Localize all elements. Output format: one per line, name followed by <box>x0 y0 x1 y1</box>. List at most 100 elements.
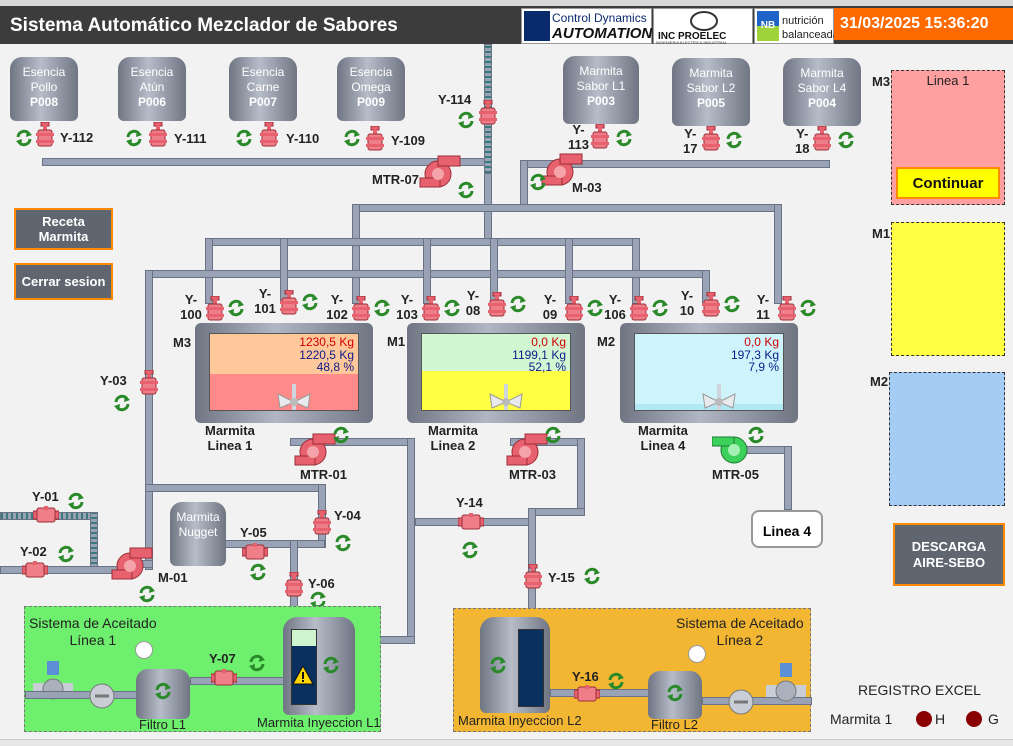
valve-y112-icon[interactable] <box>36 122 54 148</box>
mixer-inlet-valve-icon[interactable] <box>565 296 583 322</box>
valve-y17-icon[interactable] <box>702 126 720 152</box>
registro-h-label: H <box>935 711 946 727</box>
mixer-inlet-valve-icon[interactable] <box>702 292 720 318</box>
refresh-icon[interactable] <box>798 298 818 318</box>
refresh-icon[interactable] <box>614 128 634 148</box>
refresh-icon[interactable] <box>300 292 320 312</box>
valve-label: Y-18 <box>795 126 810 156</box>
logo-nutricion-balanceada: NB nutrición balanceada <box>754 8 839 44</box>
valve-y06-icon[interactable] <box>285 572 303 598</box>
valve-y02-icon[interactable] <box>22 561 48 579</box>
refresh-icon[interactable] <box>248 562 268 582</box>
valve-y16-icon[interactable] <box>574 685 600 703</box>
refresh-icon[interactable] <box>456 110 476 130</box>
refresh-icon[interactable] <box>460 540 480 560</box>
logo-text: INGENIERIA ELECTRICA INDUSTRIAL <box>656 40 728 45</box>
refresh-icon[interactable] <box>746 425 766 445</box>
refresh-icon[interactable] <box>226 298 246 318</box>
refresh-icon[interactable] <box>488 655 508 675</box>
mixer-inlet-valve-icon[interactable] <box>778 296 796 322</box>
refresh-icon[interactable] <box>650 298 670 318</box>
side-panel-m3[interactable]: Linea 1 Continuar <box>891 70 1005 205</box>
refresh-icon[interactable] <box>836 130 856 150</box>
refresh-icon[interactable] <box>124 128 144 148</box>
continuar-button[interactable]: Continuar <box>896 167 1000 199</box>
valve-y05-icon[interactable] <box>242 543 268 561</box>
valve-y18-icon[interactable] <box>813 126 831 152</box>
refresh-icon[interactable] <box>543 425 563 445</box>
refresh-icon[interactable] <box>333 533 353 553</box>
refresh-icon[interactable] <box>582 566 602 586</box>
refresh-icon[interactable] <box>112 393 132 413</box>
valve-label: Y-06 <box>308 576 335 591</box>
status-dot-g-icon[interactable] <box>966 711 982 727</box>
side-title: Linea 1 <box>926 73 970 88</box>
injection-tank-l2[interactable] <box>480 617 550 713</box>
mixer-m3-screen: 1230,5 Kg 1220,5 Kg 48,8 % <box>209 333 359 411</box>
refresh-icon[interactable] <box>153 681 173 701</box>
valve-y04-icon[interactable] <box>313 510 331 536</box>
refresh-icon[interactable] <box>342 128 362 148</box>
valve-y109-icon[interactable] <box>366 126 384 152</box>
refresh-icon[interactable] <box>247 653 267 673</box>
mixer-inlet-valve-icon[interactable] <box>280 290 298 316</box>
refresh-icon[interactable] <box>66 491 86 511</box>
refresh-icon[interactable] <box>234 128 254 148</box>
refresh-icon[interactable] <box>606 671 626 691</box>
refresh-icon[interactable] <box>331 425 351 445</box>
injection-tank-l1[interactable] <box>283 617 355 715</box>
valve-y03-icon[interactable] <box>140 370 158 396</box>
mixer-inlet-valve-icon[interactable] <box>206 296 224 322</box>
valve-y111-icon[interactable] <box>149 122 167 148</box>
filter-l1[interactable] <box>136 669 190 719</box>
mixer-inlet-valve-icon[interactable] <box>352 296 370 322</box>
pump-m01-icon[interactable] <box>110 546 154 580</box>
mixer-inlet-valve-icon[interactable] <box>630 296 648 322</box>
valve-y15-icon[interactable] <box>524 564 542 590</box>
refresh-icon[interactable] <box>56 544 76 564</box>
refresh-icon[interactable] <box>456 180 476 200</box>
mixer-m2[interactable]: 0,0 Kg 197,3 Kg 7,9 % <box>620 323 798 423</box>
refresh-icon[interactable] <box>665 683 685 703</box>
mixer-m3[interactable]: 1230,5 Kg 1220,5 Kg 48,8 % <box>195 323 373 423</box>
side-panel-m1[interactable] <box>891 222 1005 356</box>
horizontal-scrollbar[interactable] <box>0 739 1013 746</box>
refresh-icon[interactable] <box>508 294 528 314</box>
refresh-icon[interactable] <box>372 298 392 318</box>
mixer-inlet-valve-icon[interactable] <box>422 296 440 322</box>
refresh-icon[interactable] <box>528 172 548 192</box>
mixer-m1[interactable]: 0,0 Kg 1199,1 Kg 52,1 % <box>407 323 585 423</box>
refresh-icon[interactable] <box>724 130 744 150</box>
valve-y113-icon[interactable] <box>591 124 609 150</box>
valve-label: Y-01 <box>32 489 59 504</box>
mixer-inlet-valve-icon[interactable] <box>488 292 506 318</box>
refresh-icon[interactable] <box>14 128 34 148</box>
refresh-icon[interactable] <box>722 294 742 314</box>
cerrar-sesion-button[interactable]: Cerrar sesion <box>14 263 113 300</box>
refresh-icon[interactable] <box>321 655 341 675</box>
valve-y01-icon[interactable] <box>33 506 59 524</box>
valve-y14-icon[interactable] <box>458 513 484 531</box>
side-panel-m2[interactable] <box>889 372 1005 506</box>
status-dot-h-icon[interactable] <box>916 711 932 727</box>
valve-y110-icon[interactable] <box>260 122 278 148</box>
valve-y114-icon[interactable] <box>479 100 497 126</box>
filter-l2[interactable] <box>648 671 702 719</box>
linea4-button[interactable]: Linea 4 <box>751 510 823 548</box>
valve-y07-icon[interactable] <box>211 669 237 687</box>
receta-marmita-button[interactable]: Receta Marmita <box>14 208 113 250</box>
refresh-icon[interactable] <box>137 584 157 604</box>
